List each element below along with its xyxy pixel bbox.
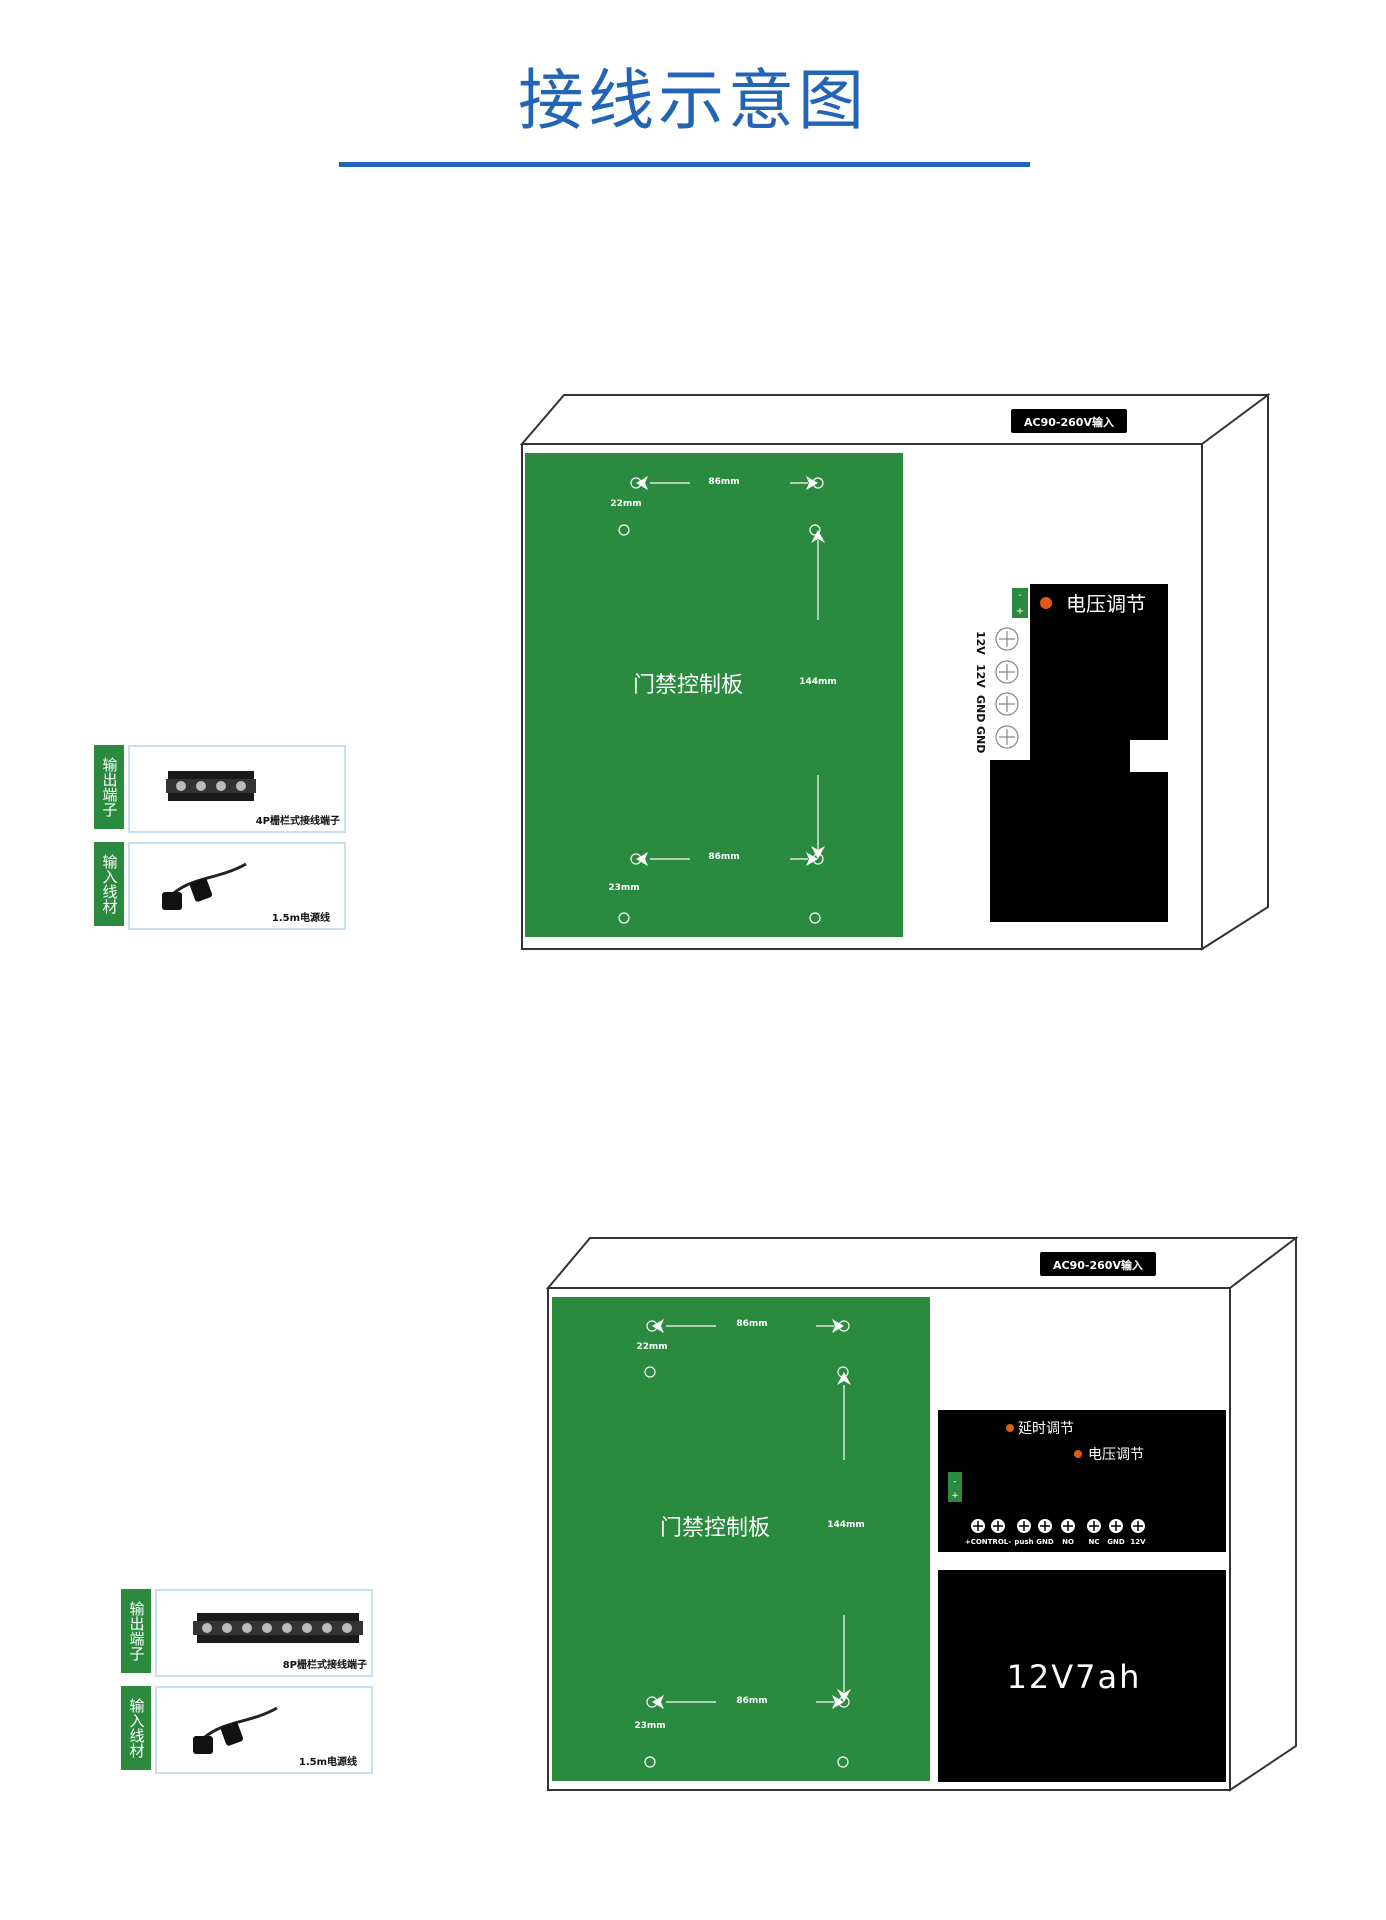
dim-left-top-1: 22mm xyxy=(610,499,641,509)
battery-label-2: 12V7ah xyxy=(1007,1658,1142,1696)
psu-panel-1: - + 电压调节 xyxy=(990,584,1168,922)
terminal-block-icon xyxy=(193,1613,363,1643)
board-label-2: 门禁控制板 xyxy=(660,1516,770,1541)
svg-text:+: + xyxy=(951,1491,959,1501)
legend-input-tab-2: 输入线材 xyxy=(121,1686,151,1770)
legend-output-caption-2: 8P栅栏式接线端子 xyxy=(282,1660,367,1671)
dim-bottom-1: 86mm xyxy=(708,852,739,862)
power-cord-icon xyxy=(193,1706,278,1754)
terminal-block-icon xyxy=(166,771,256,801)
board-label-1: 门禁控制板 xyxy=(633,673,743,698)
svg-text:-: - xyxy=(1018,590,1022,601)
dim-left-bottom-1: 23mm xyxy=(608,883,639,893)
svg-text:12V: 12V xyxy=(974,631,987,655)
svg-text:GND: GND xyxy=(974,695,987,722)
terminal-label-2-2: GND xyxy=(1036,1538,1054,1546)
dim-left-top-2: 22mm xyxy=(636,1342,667,1352)
power-cord-icon xyxy=(162,862,247,910)
ac-input-text-1: AC90-260V输入 xyxy=(1024,415,1114,429)
voltage-adjust-label-1: 电压调节 xyxy=(1066,592,1146,616)
svg-text:GND: GND xyxy=(974,726,987,753)
terminal-labels-1: 12V 12V GND GND xyxy=(974,631,987,753)
legend-output-box-2: 8P栅栏式接线端子 xyxy=(155,1589,373,1677)
control-board-2: 门禁控制板 86mm 86mm 22mm 23mm 144mm xyxy=(552,1297,930,1781)
dim-bottom-2: 86mm xyxy=(736,1696,767,1706)
svg-text:-: - xyxy=(953,1477,956,1487)
voltage-led-1 xyxy=(1040,597,1052,609)
delay-adjust-label-2: 延时调节 xyxy=(1018,1421,1074,1437)
svg-text:12V: 12V xyxy=(974,664,987,688)
legend-input-caption-2: 1.5m电源线 xyxy=(298,1757,357,1768)
terminal-label-2-5: GND xyxy=(1107,1538,1125,1546)
voltage-adjust-label-2: 电压调节 xyxy=(1088,1447,1144,1463)
page-title: 接线示意图 xyxy=(518,62,868,139)
control-board-1: 门禁控制板 86mm 86mm 22mm 23mm 144mm xyxy=(525,453,903,937)
dim-top-2: 86mm xyxy=(736,1319,767,1329)
terminal-label-2-6: 12V xyxy=(1130,1538,1146,1546)
ac-input-label-1 xyxy=(1011,409,1127,433)
voltage-led-2 xyxy=(1074,1450,1082,1458)
svg-text:+: + xyxy=(1016,606,1024,617)
terminal-label-2-3: NO xyxy=(1062,1538,1074,1546)
ac-input-text-2: AC90-260V输入 xyxy=(1053,1258,1143,1272)
title-underline xyxy=(339,162,1030,167)
legend-input-box-2: 1.5m电源线 xyxy=(155,1686,373,1774)
battery-2: 12V7ah xyxy=(938,1570,1226,1782)
dim-height-1: 144mm xyxy=(799,677,837,687)
legend-input-caption-1: 1.5m电源线 xyxy=(271,913,330,924)
terminal-label-2-4: NC xyxy=(1089,1538,1100,1546)
legend-output-caption-1: 4P栅栏式接线端子 xyxy=(255,816,340,827)
dim-height-2: 144mm xyxy=(827,1520,865,1530)
dim-top-1: 86mm xyxy=(708,477,739,487)
dim-left-bottom-2: 23mm xyxy=(634,1721,665,1731)
terminal-label-2-0: +CONTROL- xyxy=(965,1538,1011,1546)
legend-output-tab-2: 输出端子 xyxy=(121,1589,151,1673)
ac-input-label-2 xyxy=(1040,1252,1156,1276)
delay-led-2 xyxy=(1006,1424,1014,1432)
legend-input-box-1: 1.5m电源线 xyxy=(128,842,346,930)
psu-control-panel-2: 延时调节 电压调节 - + +CONTROL- push GND NO NC G… xyxy=(938,1410,1226,1552)
legend-output-box-1: 4P栅栏式接线端子 xyxy=(128,745,346,833)
terminals-1 xyxy=(995,627,1019,749)
legend-output-tab-1: 输出端子 xyxy=(94,745,124,829)
terminal-label-2-1: push xyxy=(1014,1538,1033,1546)
legend-input-tab-1: 输入线材 xyxy=(94,842,124,926)
